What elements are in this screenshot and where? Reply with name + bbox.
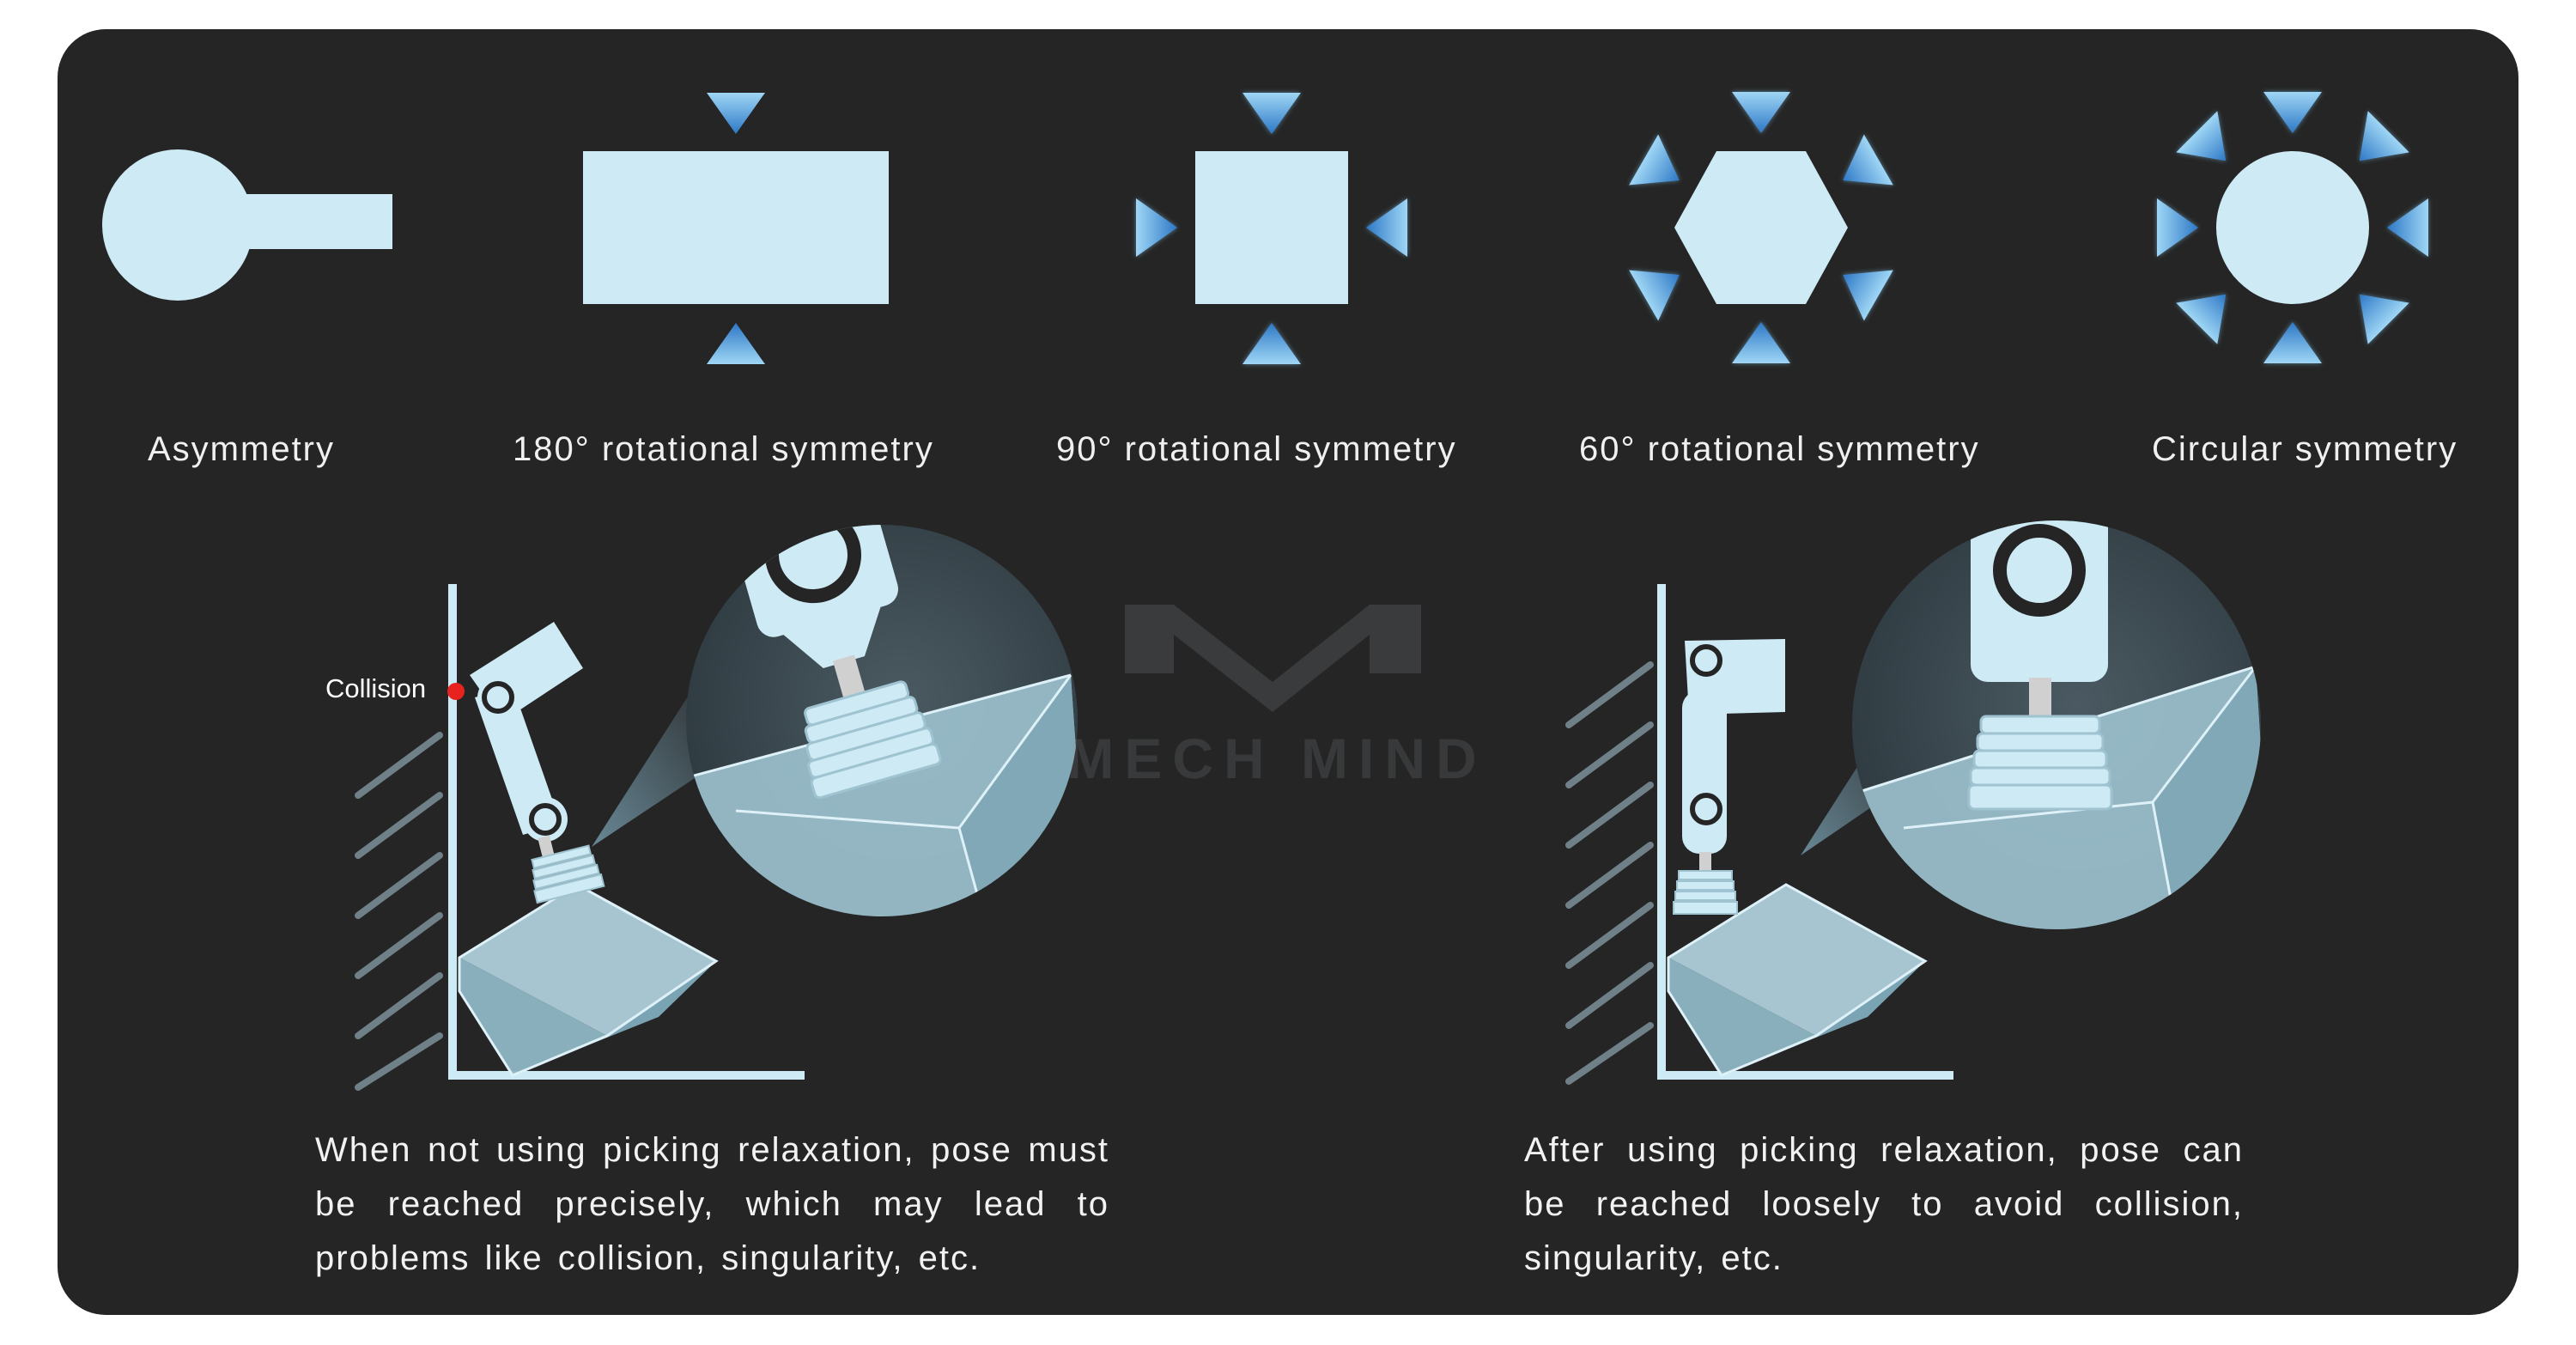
caption-with-relaxation: After using picking relaxation, pose can… — [1524, 1131, 2244, 1277]
diagram-panel: MECH MIND Asymmetry 180° rotational symm… — [58, 29, 2518, 1315]
label-circular-symmetry: Circular symmetry — [2152, 430, 2458, 468]
hexagon-shape — [1629, 92, 1893, 363]
caption-without-relaxation: When not using picking relaxation, pose … — [315, 1131, 1109, 1277]
robot-arm-left — [470, 622, 605, 904]
circle-shape — [2157, 92, 2428, 363]
diagram-canvas: MECH MIND — [102, 29, 2518, 1091]
rectangle-shape — [583, 93, 889, 364]
robot-arm-right — [1673, 639, 1785, 915]
workpiece-box-left — [458, 883, 719, 1077]
collision-dot — [447, 683, 465, 700]
magnifier-lens-left — [686, 525, 1078, 916]
workpiece-box-right — [1667, 883, 1928, 1077]
watermark-text: MECH MIND — [1066, 727, 1486, 790]
magnifier-lens-right — [1852, 520, 2261, 929]
right-scene — [1565, 520, 2261, 1085]
watermark-logo — [1125, 605, 1421, 712]
label-180-symmetry: 180° rotational symmetry — [513, 430, 934, 468]
label-asymmetry: Asymmetry — [148, 430, 335, 468]
left-scene — [355, 525, 1078, 1091]
collision-label: Collision — [325, 673, 427, 703]
label-60-symmetry: 60° rotational symmetry — [1579, 430, 1980, 468]
label-90-symmetry: 90° rotational symmetry — [1056, 430, 1457, 468]
square-shape — [1136, 93, 1407, 364]
asymmetry-shape — [102, 149, 392, 301]
